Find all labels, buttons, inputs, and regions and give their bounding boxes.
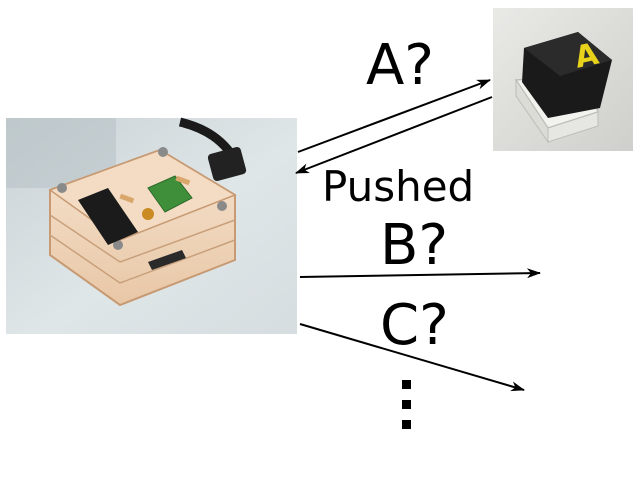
label-a-query: A?	[366, 33, 435, 98]
ellipsis-dot	[401, 420, 411, 429]
ellipsis-dot	[401, 380, 411, 389]
arrow-pushed-response	[295, 96, 493, 174]
button-photo: A	[493, 8, 633, 151]
arrow-query-c	[299, 323, 525, 392]
label-b-query: B?	[380, 213, 449, 278]
ellipsis-dot	[401, 400, 411, 409]
device-photo	[6, 117, 297, 334]
vertical-ellipsis	[398, 380, 414, 440]
arrow-query-b	[299, 268, 541, 279]
arrow-query-a	[297, 79, 491, 153]
label-c-query: C?	[380, 293, 449, 358]
label-pushed: Pushed	[322, 162, 475, 211]
